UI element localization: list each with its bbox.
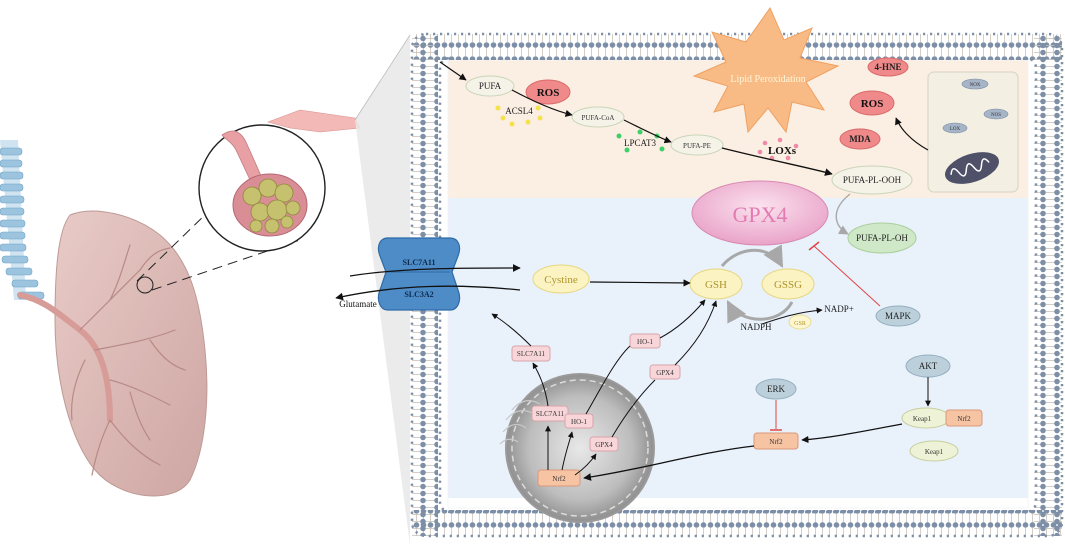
- alveoli-zoom: [198, 124, 326, 252]
- system-xc-transporter: SLC7A11 SLC3A2: [377, 237, 461, 311]
- svg-text:ROS: ROS: [537, 87, 560, 99]
- cell: Lipid Peroxidation PUFA ROS ACSL4 PUFA-C…: [335, 6, 1064, 538]
- slc7a11-transporter-label: SLC7A11: [403, 258, 436, 267]
- nox-label: NOX: [970, 83, 981, 88]
- loxs-dots: [757, 137, 799, 161]
- ros-node-top: ROS: [525, 79, 571, 105]
- slc7a11-nucleus-node: SLC7A11: [531, 405, 569, 422]
- lipid-peroxidation-label: Lipid Peroxidation: [730, 74, 805, 85]
- keap1-free-node: Keap1: [909, 440, 959, 462]
- slc7a11-cyto-node: SLC7A11: [511, 345, 551, 362]
- svg-text:PUFA-PL-OOH: PUFA-PL-OOH: [843, 175, 902, 185]
- acsl4-label: ACSL4: [505, 106, 533, 116]
- svg-text:HO-1: HO-1: [571, 418, 587, 426]
- nrf2-nucleus-node: Nrf2: [537, 469, 581, 487]
- gssg-node: GSSG: [761, 268, 815, 300]
- svg-text:SLC7A11: SLC7A11: [536, 410, 565, 418]
- svg-text:HO-1: HO-1: [637, 338, 653, 346]
- svg-text:Keap1: Keap1: [913, 415, 932, 423]
- lung-lobe: [54, 210, 208, 497]
- alveolar-sac: [232, 173, 308, 237]
- hne-node: 4-HNE: [867, 57, 909, 77]
- svg-text:MAPK: MAPK: [885, 311, 912, 321]
- ho1-cyto-node: HO-1: [629, 333, 661, 349]
- glutamate-label: Glutamate: [339, 299, 377, 309]
- gsh-node: GSH: [689, 268, 743, 300]
- acsl4-dots: [495, 105, 543, 127]
- gpx4-cyto-node: GPX4: [649, 364, 681, 380]
- lpcat3-label: LPCAT3: [624, 138, 657, 148]
- ho1-nucleus-node: HO-1: [564, 413, 594, 429]
- nos-label: NOS: [991, 113, 1001, 118]
- loxs-label: LOXs: [768, 145, 797, 157]
- svg-text:PUFA-PL-OH: PUFA-PL-OH: [856, 233, 908, 243]
- zoom-marker: [136, 276, 154, 294]
- cystine-node: Cystine: [532, 264, 590, 294]
- gsr-node: GSR: [788, 314, 812, 330]
- keap1-nrf2-complex: Keap1 Nrf2: [901, 407, 983, 429]
- svg-text:GSH: GSH: [705, 279, 727, 291]
- svg-text:MDA: MDA: [849, 134, 871, 144]
- svg-text:GSR: GSR: [794, 321, 806, 327]
- svg-text:Nrf2: Nrf2: [552, 475, 566, 483]
- endoplasmic-reticulum: [499, 400, 541, 445]
- nadph-label: NADPH: [740, 322, 772, 332]
- ros-node-right: ROS: [849, 90, 895, 116]
- pufa-coa-node: PUFA-CoA: [571, 106, 625, 128]
- lox-label: LOX: [950, 127, 961, 132]
- svg-text:ERK: ERK: [767, 384, 786, 394]
- svg-text:Nrf2: Nrf2: [769, 438, 783, 446]
- svg-text:GPX4: GPX4: [595, 441, 613, 449]
- mda-node: MDA: [839, 128, 881, 150]
- svg-text:GPX4: GPX4: [732, 202, 787, 227]
- nadp-label: NADP+: [824, 304, 854, 314]
- svg-text:4-HNE: 4-HNE: [875, 62, 902, 72]
- pufa-pl-oh-node: PUFA-PL-OH: [847, 222, 917, 254]
- trachea: [0, 140, 45, 300]
- svg-text:Nrf2: Nrf2: [957, 415, 971, 423]
- mitochondrion-icon: [945, 152, 999, 184]
- svg-text:Cystine: Cystine: [544, 274, 578, 286]
- mitochondria-box: NOX NOS LOX: [927, 71, 1019, 193]
- lipid-peroxidation-star: Lipid Peroxidation: [692, 6, 840, 134]
- svg-text:ROS: ROS: [861, 98, 884, 110]
- pufa-pe-node: PUFA-PE: [670, 134, 724, 156]
- svg-text:GPX4: GPX4: [656, 369, 674, 377]
- mapk-inhibits-gpx4: [813, 245, 881, 307]
- nrf2-cyto-node: Nrf2: [753, 432, 799, 450]
- svg-text:AKT: AKT: [919, 361, 938, 371]
- svg-text:GSSG: GSSG: [774, 279, 802, 291]
- pufa-pl-ooh-node: PUFA-PL-OOH: [831, 165, 913, 195]
- slc3a2-transporter-label: SLC3A2: [404, 290, 433, 299]
- gpx4-nucleus-node: GPX4: [589, 436, 619, 452]
- erk-node: ERK: [755, 378, 797, 400]
- mapk-node: MAPK: [875, 305, 921, 327]
- pufa-node: PUFA: [465, 75, 515, 97]
- svg-text:PUFA-CoA: PUFA-CoA: [582, 114, 615, 122]
- svg-text:Keap1: Keap1: [925, 448, 944, 456]
- akt-node: AKT: [905, 354, 951, 378]
- bronchial-tree: [70, 244, 186, 476]
- gpx4-enzyme: GPX4: [691, 180, 829, 246]
- svg-text:SLC7A11: SLC7A11: [517, 350, 546, 358]
- svg-text:PUFA-PE: PUFA-PE: [683, 142, 711, 150]
- lung-illustration: [0, 140, 301, 497]
- svg-text:PUFA: PUFA: [479, 81, 502, 91]
